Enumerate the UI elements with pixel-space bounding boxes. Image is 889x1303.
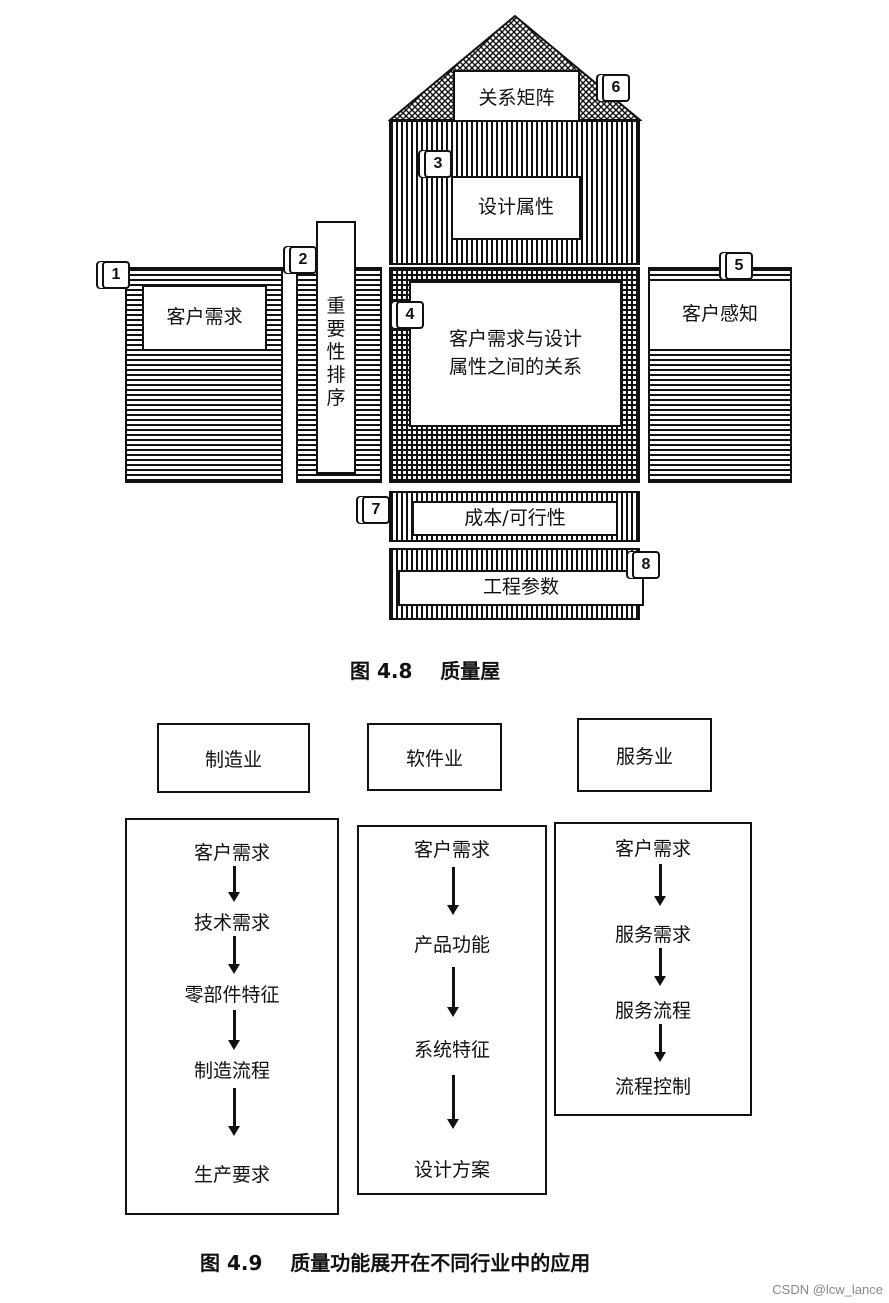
figure-4-8-caption: 图 4.8 质量屋	[350, 659, 501, 683]
flow-arrow	[447, 867, 459, 915]
step-manufacturing-process: 制造流程	[193, 1060, 270, 1082]
cost-feasibility-label: 成本/可行性	[412, 501, 618, 536]
relationship-line-1: 客户需求与设计	[448, 328, 582, 351]
ranking-char: 要	[326, 317, 346, 340]
flow-arrow	[228, 1010, 240, 1050]
engineering-params-label: 工程参数	[398, 570, 644, 606]
step-customer-needs: 客户需求	[614, 838, 691, 860]
flow-arrow	[228, 866, 240, 902]
flow-arrow	[228, 1088, 240, 1136]
relationship-center-label: 客户需求与设计 属性之间的关系	[409, 281, 622, 427]
step-customer-needs: 客户需求	[193, 842, 270, 864]
header-service: 服务业	[577, 718, 712, 792]
step-component-features: 零部件特征	[184, 984, 280, 1006]
step-product-functions: 产品功能	[413, 934, 490, 956]
step-production-requirements: 生产要求	[193, 1164, 270, 1186]
ranking-char: 重	[326, 294, 346, 317]
badge-2: 2	[289, 246, 317, 274]
ranking-char: 排	[326, 364, 346, 387]
header-software: 软件业	[367, 723, 502, 791]
badge-8: 8	[632, 551, 660, 579]
step-system-features: 系统特征	[413, 1039, 490, 1061]
customer-perception-label: 客户感知	[650, 284, 790, 346]
relationship-line-2: 属性之间的关系	[448, 356, 582, 378]
column-service: 客户需求 服务需求 服务流程 流程控制	[554, 822, 752, 1116]
flow-arrow	[654, 948, 666, 986]
badge-5: 5	[725, 252, 753, 280]
step-design-solution: 设计方案	[413, 1159, 490, 1181]
relationship-matrix-label: 关系矩阵	[453, 70, 580, 128]
step-technical-needs: 技术需求	[193, 912, 270, 934]
badge-6: 6	[602, 74, 630, 102]
step-service-process: 服务流程	[614, 1000, 691, 1022]
step-process-control: 流程控制	[614, 1076, 691, 1098]
design-attributes-label: 设计属性	[451, 176, 581, 240]
watermark: CSDN @lcw_lance	[772, 1282, 883, 1297]
flow-arrow	[447, 967, 459, 1017]
customer-needs-label: 客户需求	[142, 285, 267, 351]
step-customer-needs: 客户需求	[413, 839, 490, 861]
flow-arrow	[228, 936, 240, 974]
badge-7: 7	[362, 496, 390, 524]
importance-ranking-label: 重 要 性 排 序	[316, 221, 356, 474]
badge-1: 1	[102, 261, 130, 289]
design-attributes-block	[389, 120, 640, 265]
badge-3: 3	[424, 150, 452, 178]
badge-4: 4	[396, 301, 424, 329]
ranking-char: 性	[326, 340, 346, 363]
column-manufacturing: 客户需求 技术需求 零部件特征 制造流程 生产要求	[125, 818, 339, 1215]
figure-4-9-caption: 图 4.9 质量功能展开在不同行业中的应用	[200, 1251, 591, 1275]
step-service-needs: 服务需求	[614, 924, 691, 946]
flow-arrow	[447, 1075, 459, 1129]
header-manufacturing: 制造业	[157, 723, 310, 793]
flow-arrow	[654, 1024, 666, 1062]
column-software: 客户需求 产品功能 系统特征 设计方案	[357, 825, 547, 1195]
flow-arrow	[654, 864, 666, 906]
ranking-char: 序	[326, 387, 346, 410]
